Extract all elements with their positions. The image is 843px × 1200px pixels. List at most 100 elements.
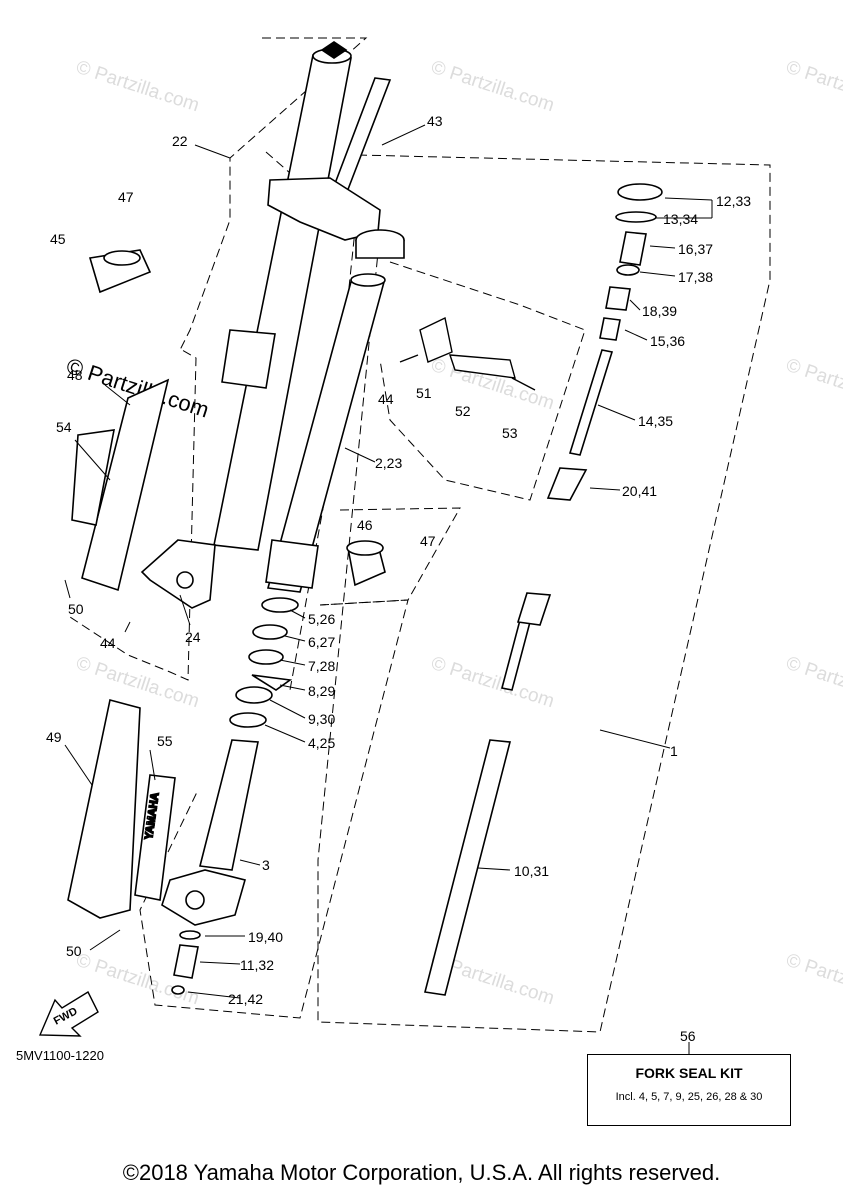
callout-20-41: 20,41 — [622, 483, 657, 499]
axle-hole — [176, 571, 194, 589]
callout-44a: 44 — [378, 391, 394, 407]
o-ring-13 — [615, 211, 657, 223]
watermark: © Partzilla.com — [428, 57, 556, 117]
inner-tube-top — [350, 273, 386, 287]
collar-18 — [605, 286, 631, 311]
watermark: © Partzilla.com — [783, 950, 843, 1010]
callout-17-38: 17,38 — [678, 269, 713, 285]
inner-tube-2 — [265, 273, 386, 593]
callout-15-36: 15,36 — [650, 333, 685, 349]
callout-13-34: 13,34 — [663, 211, 698, 227]
cap-bolt — [320, 41, 348, 59]
callout-44b: 44 — [100, 635, 116, 651]
nut-15 — [599, 317, 621, 341]
damper-assembly — [171, 183, 663, 996]
inner-tube-bushing — [265, 539, 319, 589]
watermark: © Partzilla.com — [783, 653, 843, 713]
guide-bracket-51 — [419, 316, 453, 363]
fork-assembly-22 — [140, 41, 392, 609]
washer-6 — [252, 624, 288, 640]
callout-50b: 50 — [66, 943, 82, 959]
outline-clamp-46 — [319, 507, 461, 606]
fwd-arrow-shape — [38, 991, 99, 1037]
clip-8 — [251, 674, 293, 691]
callout-19-40: 19,40 — [248, 929, 283, 945]
kit-callout-56: 56 — [680, 1028, 696, 1044]
fork-guards: YAMAHA — [67, 378, 176, 919]
outline-guide — [379, 261, 586, 501]
lower-tube — [199, 739, 259, 871]
decal-54 — [71, 429, 115, 526]
outline-lower — [139, 599, 409, 1019]
callout-46: 46 — [357, 517, 373, 533]
callout-6-27: 6,27 — [308, 634, 335, 650]
callout-24: 24 — [185, 629, 201, 645]
bolt-53 — [511, 377, 536, 391]
callouts: 1 2,23 3 4,25 5,26 6,27 7,28 8,29 9,30 1… — [46, 113, 751, 1007]
bushing-4 — [229, 712, 267, 728]
bushing-5 — [261, 597, 299, 613]
clamp-45-ring — [103, 250, 141, 266]
lower-axle-bracket — [140, 539, 216, 609]
watermark: © Partzilla.com — [428, 653, 556, 713]
bolt-21 — [171, 985, 185, 995]
cap-12 — [617, 183, 663, 201]
kit-title: FORK SEAL KIT — [635, 1065, 743, 1081]
clamp-parts — [88, 229, 405, 587]
callout-45: 45 — [50, 231, 66, 247]
callout-53: 53 — [502, 425, 518, 441]
callout-12-33: 12,33 — [716, 193, 751, 209]
outer-tube-band — [221, 329, 276, 389]
diagram-reference-code: 5MV1100-1220 — [16, 1048, 104, 1063]
callout-18-39: 18,39 — [642, 303, 677, 319]
spacer-14 — [568, 349, 614, 456]
axle-holder-hole — [185, 890, 205, 910]
nut-17 — [616, 264, 640, 276]
callout-43: 43 — [427, 113, 443, 129]
outline-assembly-22 — [69, 37, 368, 681]
base-valve-11 — [173, 944, 199, 979]
callout-52: 52 — [455, 403, 471, 419]
callout-2-23: 2,23 — [375, 455, 402, 471]
watermark: © Partzilla.com — [783, 57, 843, 117]
oil-seal-7 — [248, 649, 284, 665]
under-bracket-body — [355, 240, 405, 259]
callout-3: 3 — [262, 857, 270, 873]
callout-9-30: 9,30 — [308, 711, 335, 727]
outer-tube-3 — [161, 739, 259, 926]
damper-rod-10 — [424, 739, 512, 996]
guide-52 — [449, 354, 516, 379]
fork-seal-kit-box: FORK SEAL KIT Incl. 4, 5, 7, 9, 25, 26, … — [587, 1054, 791, 1126]
callout-54: 54 — [56, 419, 72, 435]
callout-50a: 50 — [68, 601, 84, 617]
clamp-46-ring — [346, 540, 384, 556]
spring-20b — [516, 592, 552, 626]
callout-7-28: 7,28 — [308, 658, 335, 674]
callout-16-37: 16,37 — [678, 241, 713, 257]
callout-10-31: 10,31 — [514, 863, 549, 879]
callout-4-25: 4,25 — [308, 735, 335, 751]
leader-lines — [64, 124, 713, 999]
decal-55 — [134, 774, 176, 901]
guard-49 — [67, 699, 141, 919]
spring-20 — [546, 467, 588, 501]
callout-49: 49 — [46, 729, 62, 745]
callout-1: 1 — [670, 743, 678, 759]
watermark: © Partzilla.com — [73, 57, 201, 117]
dust-seal-9 — [235, 686, 273, 704]
bolt-44 — [399, 354, 419, 363]
cable-guide — [399, 316, 536, 391]
callout-21-42: 21,42 — [228, 991, 263, 1007]
callout-47a: 47 — [118, 189, 134, 205]
callout-14-35: 14,35 — [638, 413, 673, 429]
kit-contents: Incl. 4, 5, 7, 9, 25, 26, 28 & 30 — [615, 1091, 763, 1103]
callout-22: 22 — [172, 133, 188, 149]
fwd-arrow: FWD — [38, 991, 99, 1037]
watermark: © Partzilla.com — [73, 653, 201, 713]
callout-55: 55 — [157, 733, 173, 749]
callout-5-26: 5,26 — [308, 611, 335, 627]
callout-8-29: 8,29 — [308, 683, 335, 699]
callout-51: 51 — [416, 385, 432, 401]
